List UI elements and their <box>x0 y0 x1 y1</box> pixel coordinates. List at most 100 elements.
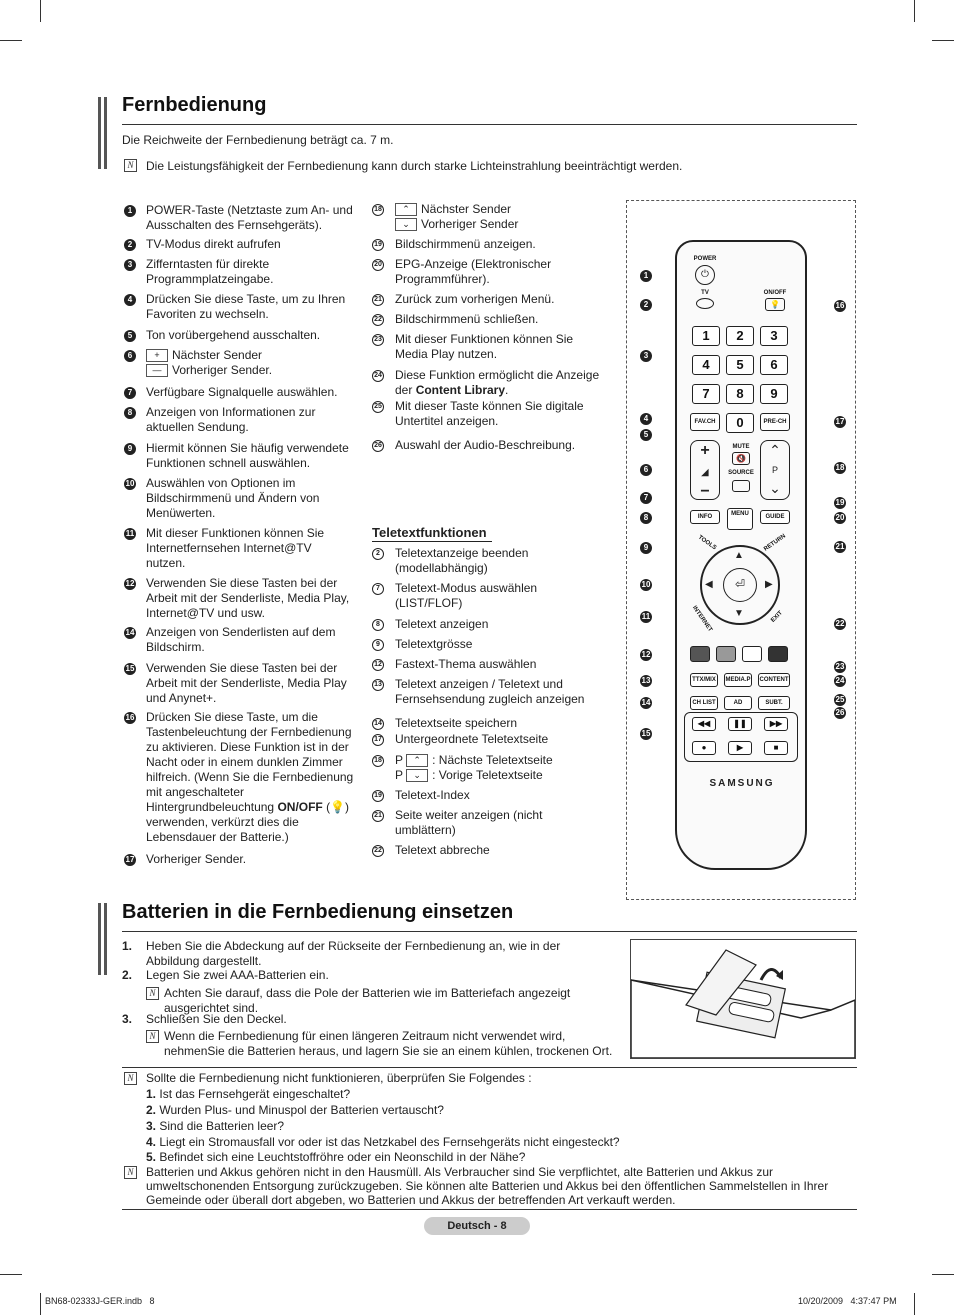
list-item: Bildschirmmenü schließen. <box>395 312 539 326</box>
list-item: Verwenden Sie diese Tasten bei der Arbei… <box>146 661 347 705</box>
digit-3-button[interactable]: 3 <box>760 326 788 346</box>
ad-button[interactable]: AD <box>724 696 752 710</box>
digit-8-button[interactable]: 8 <box>726 384 754 404</box>
digit-6-button[interactable]: 6 <box>760 355 788 375</box>
green-button[interactable] <box>716 646 736 662</box>
list-item: Diese Funktion ermöglicht die Anzeige de… <box>395 368 600 397</box>
record-button[interactable]: ● <box>692 741 716 755</box>
subt-button[interactable]: SUBT. <box>758 696 790 710</box>
list-item: Ton vorübergehend ausschalten. <box>146 328 321 342</box>
chevron-down-icon: ⌄ <box>406 769 429 783</box>
media-p-button[interactable]: MEDIA.P <box>724 673 752 687</box>
info-button[interactable]: INFO <box>690 510 720 524</box>
digit-4-button[interactable]: 4 <box>692 355 720 375</box>
list-item: Auswahl der Audio-Beschreibung. <box>395 438 576 452</box>
intro-text: Die Reichweite der Fernbedienung beträgt… <box>122 133 394 147</box>
arrow-left-icon[interactable]: ◀ <box>705 579 713 590</box>
guide-button[interactable]: GUIDE <box>760 510 790 524</box>
ch-list-button[interactable]: CH LIST <box>690 696 718 710</box>
digit-0-button[interactable]: 0 <box>726 413 754 433</box>
mute-button[interactable]: 🔇 <box>732 452 750 465</box>
digit-9-button[interactable]: 9 <box>760 384 788 404</box>
channel-rocker[interactable]: ⌃P⌄ <box>760 440 790 500</box>
list-item: Zifferntasten für direkte Programmplatze… <box>146 257 274 286</box>
play-button[interactable]: ▶ <box>728 741 752 755</box>
list-item: P ⌃: Nächste Teletextseite P ⌄: Vorige T… <box>395 753 553 783</box>
arrow-down-icon[interactable]: ▼ <box>734 608 744 619</box>
list-item: Hiermit können Sie häufig verwendete Fun… <box>146 441 349 470</box>
footer-date: 10/20/2009 4:37:47 PM <box>798 1296 897 1306</box>
section-title-fernbedienung: Fernbedienung <box>122 94 267 116</box>
page-number: Deutsch - 8 <box>424 1217 530 1235</box>
arrow-up-icon[interactable]: ▲ <box>734 550 744 561</box>
note-icon: N <box>124 159 137 172</box>
step-text: Schließen Sie den Deckel. <box>146 1012 287 1026</box>
remote-illustration-frame <box>626 200 856 900</box>
digit-5-button[interactable]: 5 <box>726 355 754 375</box>
red-button[interactable] <box>690 646 710 662</box>
fast-forward-button[interactable]: ▶▶ <box>764 717 788 731</box>
list-item: Anzeigen von Senderlisten auf dem Bildsc… <box>146 625 336 654</box>
step-number: 2. <box>122 968 133 982</box>
chevron-up-icon: ⌃ <box>406 754 429 768</box>
list-item: +Nächster Sender —Vorheriger Sender. <box>146 348 361 378</box>
footer-file: BN68-02333J-GER.indb 8 <box>45 1296 155 1306</box>
list-item: Zurück zum vorherigen Menü. <box>395 292 555 306</box>
list-item: Mit dieser Taste können Sie digitale Unt… <box>395 399 584 428</box>
list-item: Seite weiter anzeigen (nicht umblättern) <box>395 808 543 837</box>
minus-icon: — <box>146 364 168 378</box>
brand-logo: SAMSUNG <box>709 778 775 789</box>
digit-1-button[interactable]: 1 <box>692 326 720 346</box>
plus-icon: + <box>146 349 168 363</box>
section-title-batterien: Batterien in die Fernbedienung einsetzen <box>122 901 514 923</box>
navigation-pad[interactable] <box>700 545 780 625</box>
arrow-right-icon[interactable]: ▶ <box>765 579 773 590</box>
enter-button[interactable]: ⏎ <box>723 568 757 602</box>
rewind-button[interactable]: ◀◀ <box>692 717 716 731</box>
note-text: Achten Sie darauf, dass die Pole der Bat… <box>164 986 571 1015</box>
battery-illustration <box>630 939 856 1059</box>
ttx-mix-button[interactable]: TTX/MIX <box>690 673 718 687</box>
list-item: Fastext-Thema auswählen <box>395 657 537 671</box>
list-item: Teletextseite speichern <box>395 716 518 730</box>
pause-button[interactable]: ❚❚ <box>728 717 752 731</box>
list-item: Mit dieser Funktionen können Sie Media P… <box>395 332 574 361</box>
digit-2-button[interactable]: 2 <box>726 326 754 346</box>
volume-rocker[interactable]: +◢− <box>690 440 720 500</box>
pre-ch-button[interactable]: PRE-CH <box>760 413 790 431</box>
content-button[interactable]: CONTENT <box>758 673 790 687</box>
list-item: EPG-Anzeige (Elektronischer Programmführ… <box>395 257 552 286</box>
list-item: POWER-Taste (Netztaste zum An- und Aussc… <box>146 203 353 232</box>
list-item: Teletextgrösse <box>395 637 473 651</box>
disposal-text: Batterien und Akkus gehören nicht in den… <box>146 1165 829 1207</box>
list-item: Drücken Sie diese Taste, um die Tastenbe… <box>146 710 354 844</box>
list-item: Mit dieser Funktionen können Sie Interne… <box>146 526 325 570</box>
power-button[interactable]: ⏻ <box>695 265 715 285</box>
list-item: Verwenden Sie diese Tasten bei der Arbei… <box>146 576 350 620</box>
menu-button[interactable]: MENU <box>727 508 753 530</box>
note-icon: N <box>146 1030 159 1043</box>
list-item: Teletext anzeigen <box>395 617 489 631</box>
blue-button[interactable] <box>768 646 788 662</box>
stop-button[interactable]: ■ <box>764 741 788 755</box>
list-item: Teletext abbreche <box>395 843 490 857</box>
fav-ch-button[interactable]: FAV.CH <box>690 413 720 431</box>
list-item: Teletext anzeigen / Teletext und Fernseh… <box>395 677 585 706</box>
source-button[interactable] <box>732 480 750 492</box>
list-item: Teletextanzeige beenden (modellabhängig) <box>395 546 529 575</box>
tv-button[interactable] <box>696 298 714 309</box>
list-item: Drücken Sie diese Taste, um zu Ihren Fav… <box>146 292 346 321</box>
step-text: Legen Sie zwei AAA-Batterien ein. <box>146 968 329 982</box>
list-item: ⌃Nächster Sender ⌄Vorheriger Sender <box>395 202 605 232</box>
yellow-button[interactable] <box>742 646 762 662</box>
list-item: Verfügbare Signalquelle auswählen. <box>146 385 338 399</box>
step-text: Heben Sie die Abdeckung auf der Rückseit… <box>146 939 561 968</box>
chevron-up-icon: ⌃ <box>395 203 417 217</box>
step-number: 1. <box>122 939 133 953</box>
digit-7-button[interactable]: 7 <box>692 384 720 404</box>
list-item: Vorheriger Sender. <box>146 852 247 866</box>
list-item: Untergeordnete Teletextseite <box>395 732 549 746</box>
teletext-title: Teletextfunktionen <box>372 525 487 540</box>
light-button[interactable]: 💡 <box>765 298 785 311</box>
note-icon: N <box>124 1072 137 1085</box>
